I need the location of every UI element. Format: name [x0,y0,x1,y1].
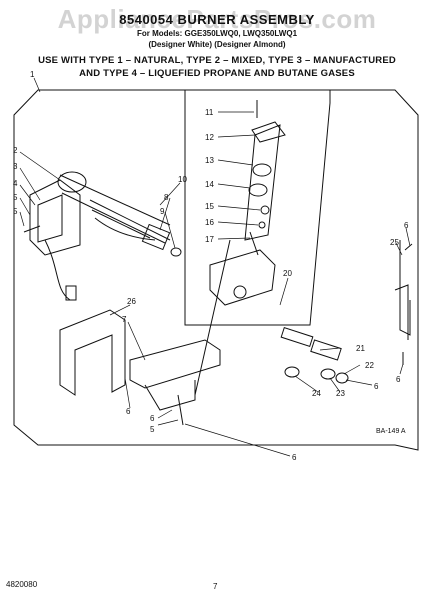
callout-2: 2 [13,146,18,155]
callout-1: 1 [30,70,35,79]
callout-10: 10 [178,175,187,184]
burner-bracket [59,309,221,426]
callout-11: 11 [205,108,214,117]
callout-6-bracket-screw: 6 [150,414,155,423]
color-designations: (Designer White) (Designer Almond) [148,40,286,49]
callout-13: 13 [205,156,214,165]
usage-line-2: AND TYPE 4 – LIQUEFIED PROPANE AND BUTAN… [79,68,355,79]
callout-6-side-bracket: 6 [404,221,409,230]
model-numbers: For Models: GGE350LWQ0, LWQ350LWQ1 [136,29,298,38]
callout-6-bracket: 6 [126,407,131,416]
callout-9: 9 [160,207,165,216]
gas-fittings [280,326,349,384]
reference-code: BA-149 A [376,428,406,435]
callout-6-side-bracket-lower: 6 [396,375,401,384]
inner-assembly-frame [184,89,331,326]
callout-7: 7 [122,315,127,324]
callout-21: 21 [356,344,365,353]
burner-tube [57,171,171,251]
callout-5: 5 [13,193,18,202]
diagram-frame [13,89,419,451]
callout-6-fittings: 6 [374,382,379,391]
callout-5b: 5 [13,207,18,216]
watermark: AppliancePartsPros.com [57,4,377,34]
callout-12: 12 [205,133,214,142]
callout-4: 4 [13,179,18,188]
document-number: 4820080 [6,580,38,589]
callout-24: 24 [312,389,321,398]
callout-5-bracket: 5 [150,425,155,434]
orifice [170,247,182,257]
callout-15: 15 [205,202,214,211]
side-bracket [394,240,413,365]
callout-17: 17 [205,235,214,244]
callout-26: 26 [127,297,136,306]
page-number: 7 [213,582,218,591]
callout-23: 23 [336,389,345,398]
callout-25: 25 [390,238,399,247]
callout-3: 3 [13,162,18,171]
diagram-title: 8540054 BURNER ASSEMBLY [119,12,315,27]
callout-20: 20 [283,269,292,278]
callout-14: 14 [205,180,214,189]
callout-6-bottom: 6 [292,453,297,462]
callout-8: 8 [164,193,169,202]
callout-16: 16 [205,218,214,227]
gas-valve-assembly [194,100,286,396]
callout-22: 22 [365,361,374,370]
usage-line-1: USE WITH TYPE 1 – NATURAL, TYPE 2 – MIXE… [38,55,396,66]
